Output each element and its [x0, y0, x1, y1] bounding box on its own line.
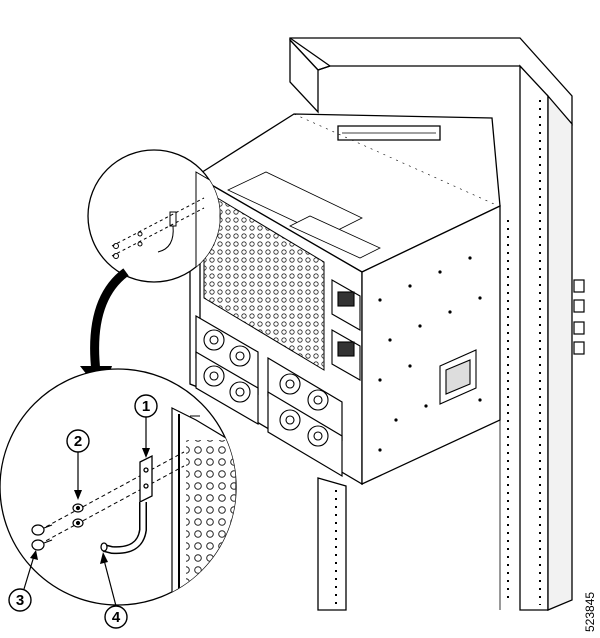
svg-text:2: 2 — [74, 433, 82, 450]
callout-4: 4 — [100, 552, 128, 629]
chassis-side-modules — [331, 279, 477, 405]
chassis-vent-grille — [203, 189, 325, 371]
svg-text:3: 3 — [16, 592, 24, 609]
callout-1: 1 — [134, 394, 158, 458]
detail-circle-large — [0, 368, 237, 606]
power-supply-modules — [195, 314, 343, 478]
rack-cable-clips — [573, 279, 585, 355]
equipment-rack — [289, 37, 573, 611]
detail-circle-small — [87, 149, 221, 283]
screw-icon — [31, 524, 53, 551]
grounding-lug-icon — [100, 454, 153, 555]
figure-id-label: 523845 — [583, 592, 597, 632]
callout-2: 2 — [66, 429, 90, 500]
callout-3: 3 — [8, 550, 38, 612]
chassis-side-screws — [378, 256, 482, 452]
svg-text:1: 1 — [142, 398, 150, 415]
svg-text:4: 4 — [112, 609, 121, 626]
washer-icon — [72, 503, 84, 528]
